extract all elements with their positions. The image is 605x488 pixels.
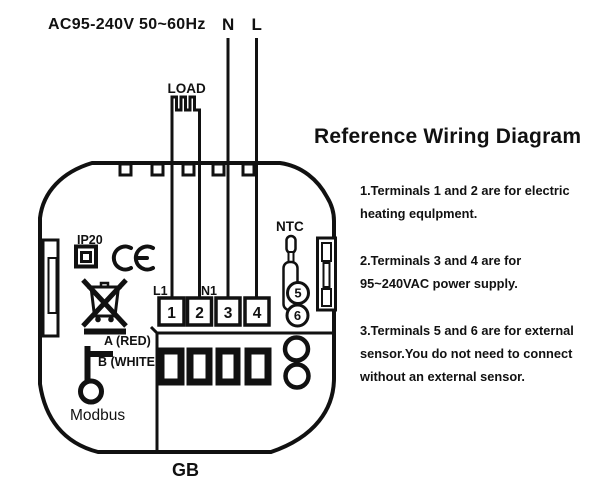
terminal-box-2 xyxy=(185,296,214,327)
note-2-line-2: 95~240VAC power supply. xyxy=(360,276,518,291)
n1-label: N1 xyxy=(201,284,217,298)
modbus-label: Modbus xyxy=(70,407,125,424)
terminal-3-label: 3 xyxy=(224,305,233,322)
terminal-box-4 xyxy=(243,296,271,327)
sensor-terminal-5 xyxy=(286,281,310,305)
enclosure-box-icon xyxy=(74,244,98,269)
note-2-line-1: 2.Terminals 3 and 4 are for xyxy=(360,253,522,268)
terminal-1-label: 1 xyxy=(167,305,176,322)
ntc-label: NTC xyxy=(276,219,304,234)
note-1-line-2: heating equlpment. xyxy=(360,206,478,221)
note-3-line-2: sensor.You do not need to connect xyxy=(360,346,573,361)
left-mounting-slot xyxy=(41,238,60,338)
ip20-label: IP20 xyxy=(77,233,103,247)
l1-label: L1 xyxy=(153,284,168,298)
sensor-5-label: 5 xyxy=(294,286,301,301)
terminal-blocks xyxy=(157,296,271,327)
load-label: LOAD xyxy=(168,81,206,96)
note-3-line-1: 3.Terminals 5 and 6 are for external xyxy=(360,323,574,338)
modbus-connector-icon xyxy=(78,346,113,405)
top-notches xyxy=(118,162,256,177)
clamp-windows xyxy=(157,347,272,386)
note-3-line-3: without an external sensor. xyxy=(360,369,525,384)
note-1: 1.Terminals 1 and 2 are for electric hea… xyxy=(360,179,596,225)
note-1-line-1: 1.Terminals 1 and 2 are for electric xyxy=(360,183,570,198)
screw-holes xyxy=(282,335,311,390)
ce-mark-icon xyxy=(111,244,155,272)
sensor-terminal-6 xyxy=(285,303,310,328)
modbus-a-label: A (RED) xyxy=(104,334,151,348)
note-3: 3.Terminals 5 and 6 are for external sen… xyxy=(360,319,596,388)
modbus-b-label: B (WHITE xyxy=(98,355,155,369)
wires xyxy=(170,38,258,309)
notes-list: 1.Terminals 1 and 2 are for electric hea… xyxy=(360,179,596,412)
power-spec-label: AC95-240V 50~60Hz xyxy=(48,16,206,33)
neutral-label: N xyxy=(222,15,234,34)
right-mounting-slot xyxy=(316,236,337,312)
page-title: Reference Wiring Diagram xyxy=(314,125,582,148)
terminal-box-1 xyxy=(157,296,186,327)
heating-element-icon xyxy=(170,95,201,115)
live-label: L xyxy=(252,15,262,34)
note-2: 2.Terminals 3 and 4 are for 95~240VAC po… xyxy=(360,249,596,295)
terminal-box-3 xyxy=(214,296,242,327)
crossed-out-wheelie-bin-icon xyxy=(81,278,128,335)
region-label: GB xyxy=(172,460,199,480)
terminal-4-label: 4 xyxy=(253,305,262,322)
terminal-compartment xyxy=(149,325,334,451)
sensor-6-label: 6 xyxy=(294,308,301,323)
terminal-2-label: 2 xyxy=(195,305,204,322)
